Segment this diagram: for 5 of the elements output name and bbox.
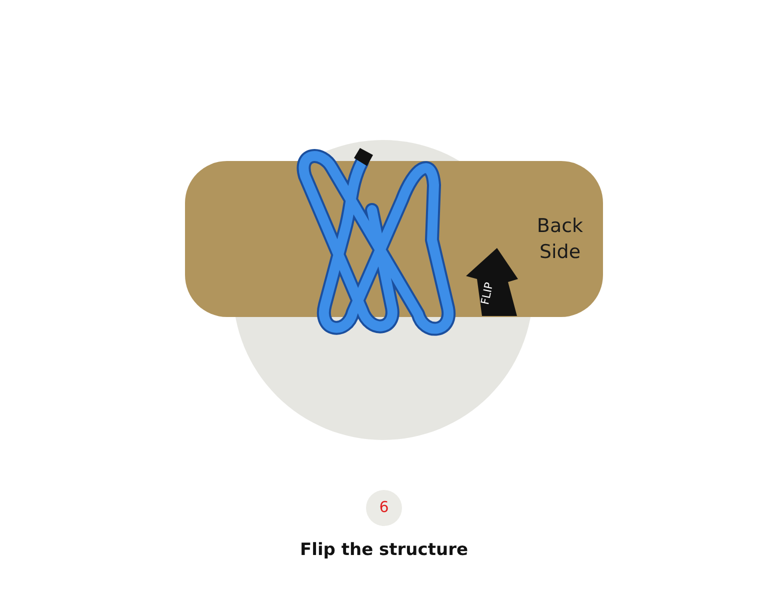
caption: Flip the structure xyxy=(299,540,469,560)
arrow-label: FLIP xyxy=(478,281,496,306)
step-number: 6 xyxy=(378,498,390,516)
step-number-badge xyxy=(366,490,402,526)
side-label: Back Side xyxy=(536,214,584,265)
